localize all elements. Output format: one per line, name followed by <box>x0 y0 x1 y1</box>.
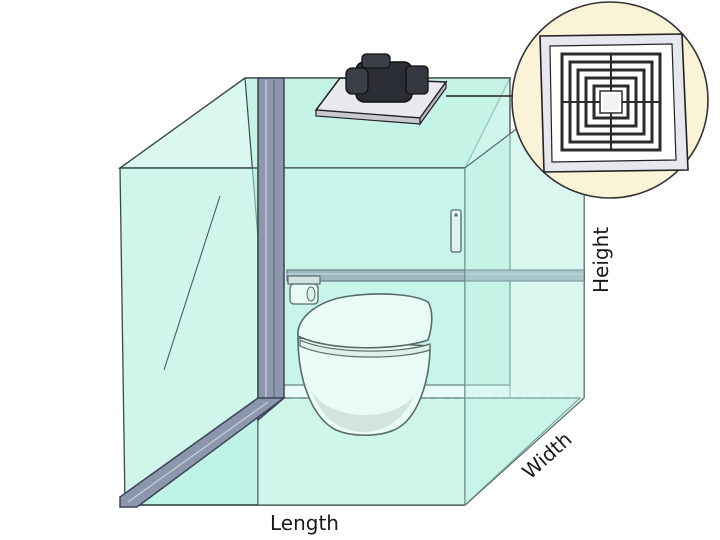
door-frame <box>119 77 287 508</box>
glass-reflection <box>163 195 221 371</box>
toilet-shadow <box>312 392 414 432</box>
front-glass-tint-right <box>258 168 465 505</box>
vent-grille-icon <box>511 1 709 199</box>
flush-plate-icon <box>450 209 462 253</box>
frame-post <box>257 77 285 422</box>
right-glass-tint <box>465 78 584 505</box>
exhaust-fan-icon <box>314 53 448 126</box>
height-label: Height <box>589 227 613 293</box>
wall-hung-toilet-icon <box>297 293 433 437</box>
toilet-seat-rim <box>299 339 431 358</box>
frame-floor-rail <box>119 397 287 508</box>
length-label: Length <box>270 511 339 535</box>
toilet-paper-holder-icon <box>287 275 321 305</box>
toilet-lid <box>297 293 433 349</box>
flush-plate <box>450 209 462 253</box>
flush-button-dot <box>454 213 458 217</box>
